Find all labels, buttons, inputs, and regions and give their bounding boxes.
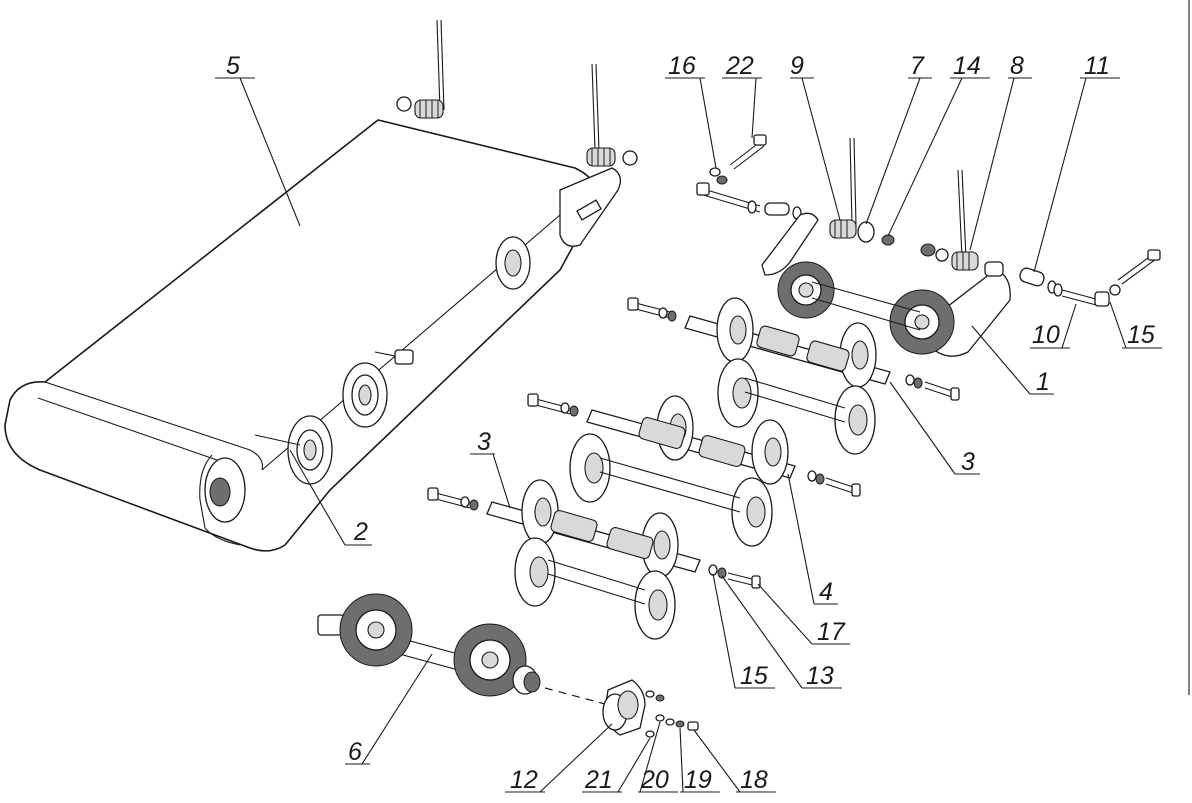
callout-9: 9: [790, 52, 804, 80]
roller-bogie-lower: [427, 479, 761, 640]
callout-7: 7: [910, 52, 925, 80]
callout-11: 11: [1084, 52, 1110, 80]
front-spring-left: [396, 96, 444, 119]
callout-labels: 5 16 22 9 7 14 8 11 10 15: [215, 52, 1162, 794]
callout-3-lower: 3: [477, 428, 491, 456]
bogie-l-wheel-1: [521, 479, 559, 545]
callout-16: 16: [668, 52, 696, 80]
callout-20: 20: [640, 766, 669, 794]
drive-shaft-assembly: [317, 593, 606, 705]
callout-21: 21: [584, 766, 613, 794]
bogie-u-wheel-4: [834, 385, 876, 455]
rear-sprocket-right: [889, 289, 955, 355]
bearing-housing-assembly: [602, 679, 699, 738]
callout-5: 5: [226, 52, 240, 80]
bogie-m-wheel-4: [731, 477, 773, 547]
belt-roller-2: [342, 362, 388, 428]
spring-8: [951, 251, 979, 271]
belt-drive-sprocket: [204, 457, 246, 523]
drive-sprocket-left: [339, 593, 413, 667]
callout-10: 10: [1032, 321, 1060, 349]
callout-6: 6: [348, 738, 362, 766]
callout-17: 17: [817, 618, 846, 646]
callout-8: 8: [1010, 52, 1024, 80]
belt-roller-1: [495, 236, 531, 290]
roller-bogie-middle: [527, 393, 861, 547]
rear-idler-frame: [696, 134, 1161, 357]
rear-sprocket-left: [777, 261, 835, 319]
callout-12: 12: [510, 766, 538, 794]
callout-14: 14: [953, 52, 981, 80]
bogie-l-wheel-3: [514, 537, 556, 607]
track-belt-assembly: [4, 19, 638, 552]
bogie-l-wheel-2: [641, 512, 679, 578]
bogie-u-wheel-3: [717, 358, 759, 428]
callout-3-upper: 3: [961, 448, 975, 476]
spring-9: [829, 219, 857, 239]
callout-22: 22: [725, 52, 754, 80]
callout-1: 1: [1036, 368, 1050, 396]
roller-bogie-upper: [627, 297, 960, 455]
callout-13: 13: [806, 662, 834, 690]
callout-15-upper: 15: [1127, 321, 1155, 349]
callout-18: 18: [740, 766, 768, 794]
drive-sprocket-right: [453, 623, 527, 697]
bogie-l-wheel-4: [634, 570, 676, 640]
callout-4: 4: [819, 578, 833, 606]
front-spring-right: [586, 147, 638, 167]
belt-roller-3: [287, 415, 333, 485]
bogie-u-wheel-2: [839, 322, 877, 388]
bogie-m-wheel-2: [751, 419, 789, 485]
callout-19: 19: [684, 766, 712, 794]
bogie-u-wheel-1: [716, 297, 754, 363]
bogie-m-wheel-3: [569, 433, 611, 503]
callout-2: 2: [353, 518, 368, 546]
callout-15-lower: 15: [740, 662, 768, 690]
track-belt: [4, 119, 599, 552]
